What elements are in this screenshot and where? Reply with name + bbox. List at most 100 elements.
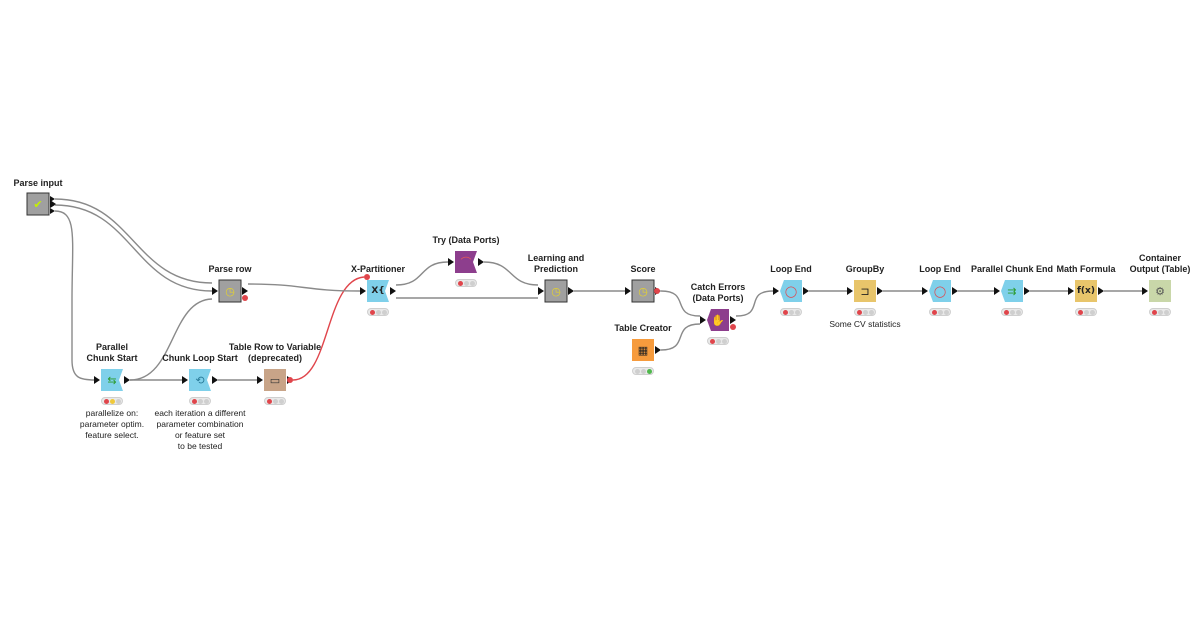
loop-end-2-body[interactable]	[929, 280, 951, 302]
table-creator-title[interactable]: Table Creator	[614, 323, 672, 333]
parse-input-out-port[interactable]	[50, 208, 55, 214]
x-partitioner-variable-port[interactable]	[364, 274, 370, 280]
score-in-port[interactable]	[625, 287, 631, 295]
container-output-body[interactable]	[1149, 280, 1171, 302]
chunk-loop-start-in-port[interactable]	[182, 376, 188, 384]
groupby-body[interactable]	[854, 280, 876, 302]
chunk-loop-start-title[interactable]: Chunk Loop Start	[162, 353, 238, 363]
try-title[interactable]: Try (Data Ports)	[432, 235, 500, 245]
try-in-port[interactable]	[448, 258, 454, 266]
loop-end-2-in-port[interactable]	[922, 287, 928, 295]
parallel-chunk-end-out-port[interactable]	[1024, 287, 1030, 295]
connection[interactable]	[660, 323, 701, 351]
catch-errors-in-port[interactable]	[700, 316, 706, 324]
parallel-chunk-start-out-port[interactable]	[124, 376, 130, 384]
parallel-chunk-end-title[interactable]: Parallel Chunk End	[970, 264, 1054, 274]
loop-end-1-in-port[interactable]	[773, 287, 779, 295]
connection[interactable]	[54, 204, 213, 292]
connection[interactable]	[54, 210, 96, 381]
connection[interactable]	[660, 290, 701, 317]
learning-prediction-in-port[interactable]	[538, 287, 544, 295]
learning-prediction-node[interactable]	[538, 279, 574, 303]
parse-input-title[interactable]: Parse input	[13, 178, 63, 188]
x-partitioner-title[interactable]: X-Partitioner	[350, 264, 406, 274]
connection[interactable]	[483, 261, 539, 286]
connection[interactable]	[735, 290, 774, 317]
score-title[interactable]: Score	[630, 264, 656, 274]
x-partitioner-out-port[interactable]	[390, 287, 396, 295]
catch-errors-node[interactable]	[700, 309, 736, 331]
parallel-chunk-end-node[interactable]	[994, 280, 1030, 302]
variable-connection[interactable]	[292, 276, 365, 381]
table-row-to-variable-title[interactable]: Table Row to Variable (deprecated)	[228, 342, 322, 363]
loop-end-1-title[interactable]: Loop End	[770, 264, 812, 274]
groupby-node[interactable]	[847, 280, 883, 302]
parallel-chunk-end-in-port[interactable]	[994, 287, 1000, 295]
loop-end-2-title[interactable]: Loop End	[919, 264, 961, 274]
math-formula-title[interactable]: Math Formula	[1056, 264, 1116, 274]
catch-errors-variable-port[interactable]	[730, 324, 736, 330]
catch-errors-out-port[interactable]	[730, 316, 736, 324]
table-row-to-variable-variable-port[interactable]	[287, 377, 293, 383]
learning-prediction-body[interactable]	[544, 279, 568, 303]
table-creator-out-port[interactable]	[655, 346, 661, 354]
connection[interactable]	[395, 261, 449, 286]
loop-end-1-body[interactable]	[780, 280, 802, 302]
parse-input-out-port[interactable]	[50, 196, 55, 202]
connection[interactable]	[129, 298, 213, 381]
parallel-chunk-start-title[interactable]: Parallel Chunk Start	[86, 342, 138, 363]
try-node[interactable]	[448, 251, 484, 273]
chunk-loop-start-node[interactable]	[182, 369, 218, 391]
math-formula-out-port[interactable]	[1098, 287, 1104, 295]
loop-end-2-out-port[interactable]	[952, 287, 958, 295]
table-creator-body[interactable]	[632, 339, 654, 361]
try-body[interactable]	[455, 251, 477, 273]
connection[interactable]	[54, 198, 213, 284]
x-partitioner-body[interactable]	[367, 280, 389, 302]
parallel-chunk-end-body[interactable]	[1001, 280, 1023, 302]
groupby-title[interactable]: GroupBy	[845, 264, 885, 274]
math-formula-body[interactable]	[1075, 280, 1097, 302]
math-formula-node[interactable]	[1068, 280, 1104, 302]
loop-end-2-node[interactable]	[922, 280, 958, 302]
parse-input-out-port[interactable]	[50, 202, 55, 208]
x-partitioner-node[interactable]	[360, 280, 396, 302]
container-output-in-port[interactable]	[1142, 287, 1148, 295]
parse-row-title[interactable]: Parse row	[208, 264, 252, 274]
parse-row-in-port[interactable]	[212, 287, 218, 295]
parallel-chunk-start-node[interactable]	[94, 369, 130, 391]
groupby-out-port[interactable]	[877, 287, 883, 295]
container-output-title[interactable]: Container Output (Table)	[1129, 253, 1191, 274]
learning-prediction-title[interactable]: Learning and Prediction	[527, 253, 585, 274]
parallel-chunk-start-body[interactable]	[101, 369, 123, 391]
table-row-to-variable-body[interactable]	[264, 369, 286, 391]
parallel-chunk-start-annotation: parallelize on: parameter optim. feature…	[79, 408, 145, 440]
loop-end-1-out-port[interactable]	[803, 287, 809, 295]
table-creator-node[interactable]	[632, 339, 661, 361]
learning-prediction-out-port[interactable]	[568, 287, 574, 295]
chunk-loop-start-out-port[interactable]	[212, 376, 218, 384]
status-light	[1089, 309, 1095, 315]
table-row-to-variable-in-port[interactable]	[257, 376, 263, 384]
loop-end-1-node[interactable]	[773, 280, 809, 302]
parse-row-variable-port[interactable]	[242, 295, 248, 301]
parse-row-node[interactable]	[212, 279, 248, 303]
parallel-chunk-start-in-port[interactable]	[94, 376, 100, 384]
parse-row-out-port[interactable]	[242, 287, 248, 295]
x-partitioner-in-port[interactable]	[360, 287, 366, 295]
table-icon: ▦	[637, 343, 649, 357]
parse-input-body[interactable]	[26, 192, 50, 216]
catch-errors-body[interactable]	[707, 309, 729, 331]
parse-row-body[interactable]	[218, 279, 242, 303]
score-body[interactable]	[631, 279, 655, 303]
chunk-loop-start-body[interactable]	[189, 369, 211, 391]
score-variable-port[interactable]	[654, 288, 660, 294]
container-output-node[interactable]	[1142, 280, 1171, 302]
connection[interactable]	[247, 283, 361, 292]
math-formula-in-port[interactable]	[1068, 287, 1074, 295]
try-out-port[interactable]	[478, 258, 484, 266]
groupby-in-port[interactable]	[847, 287, 853, 295]
loop-end-1-status-lights	[780, 308, 802, 316]
catch-errors-title[interactable]: Catch Errors (Data Ports)	[690, 282, 746, 303]
